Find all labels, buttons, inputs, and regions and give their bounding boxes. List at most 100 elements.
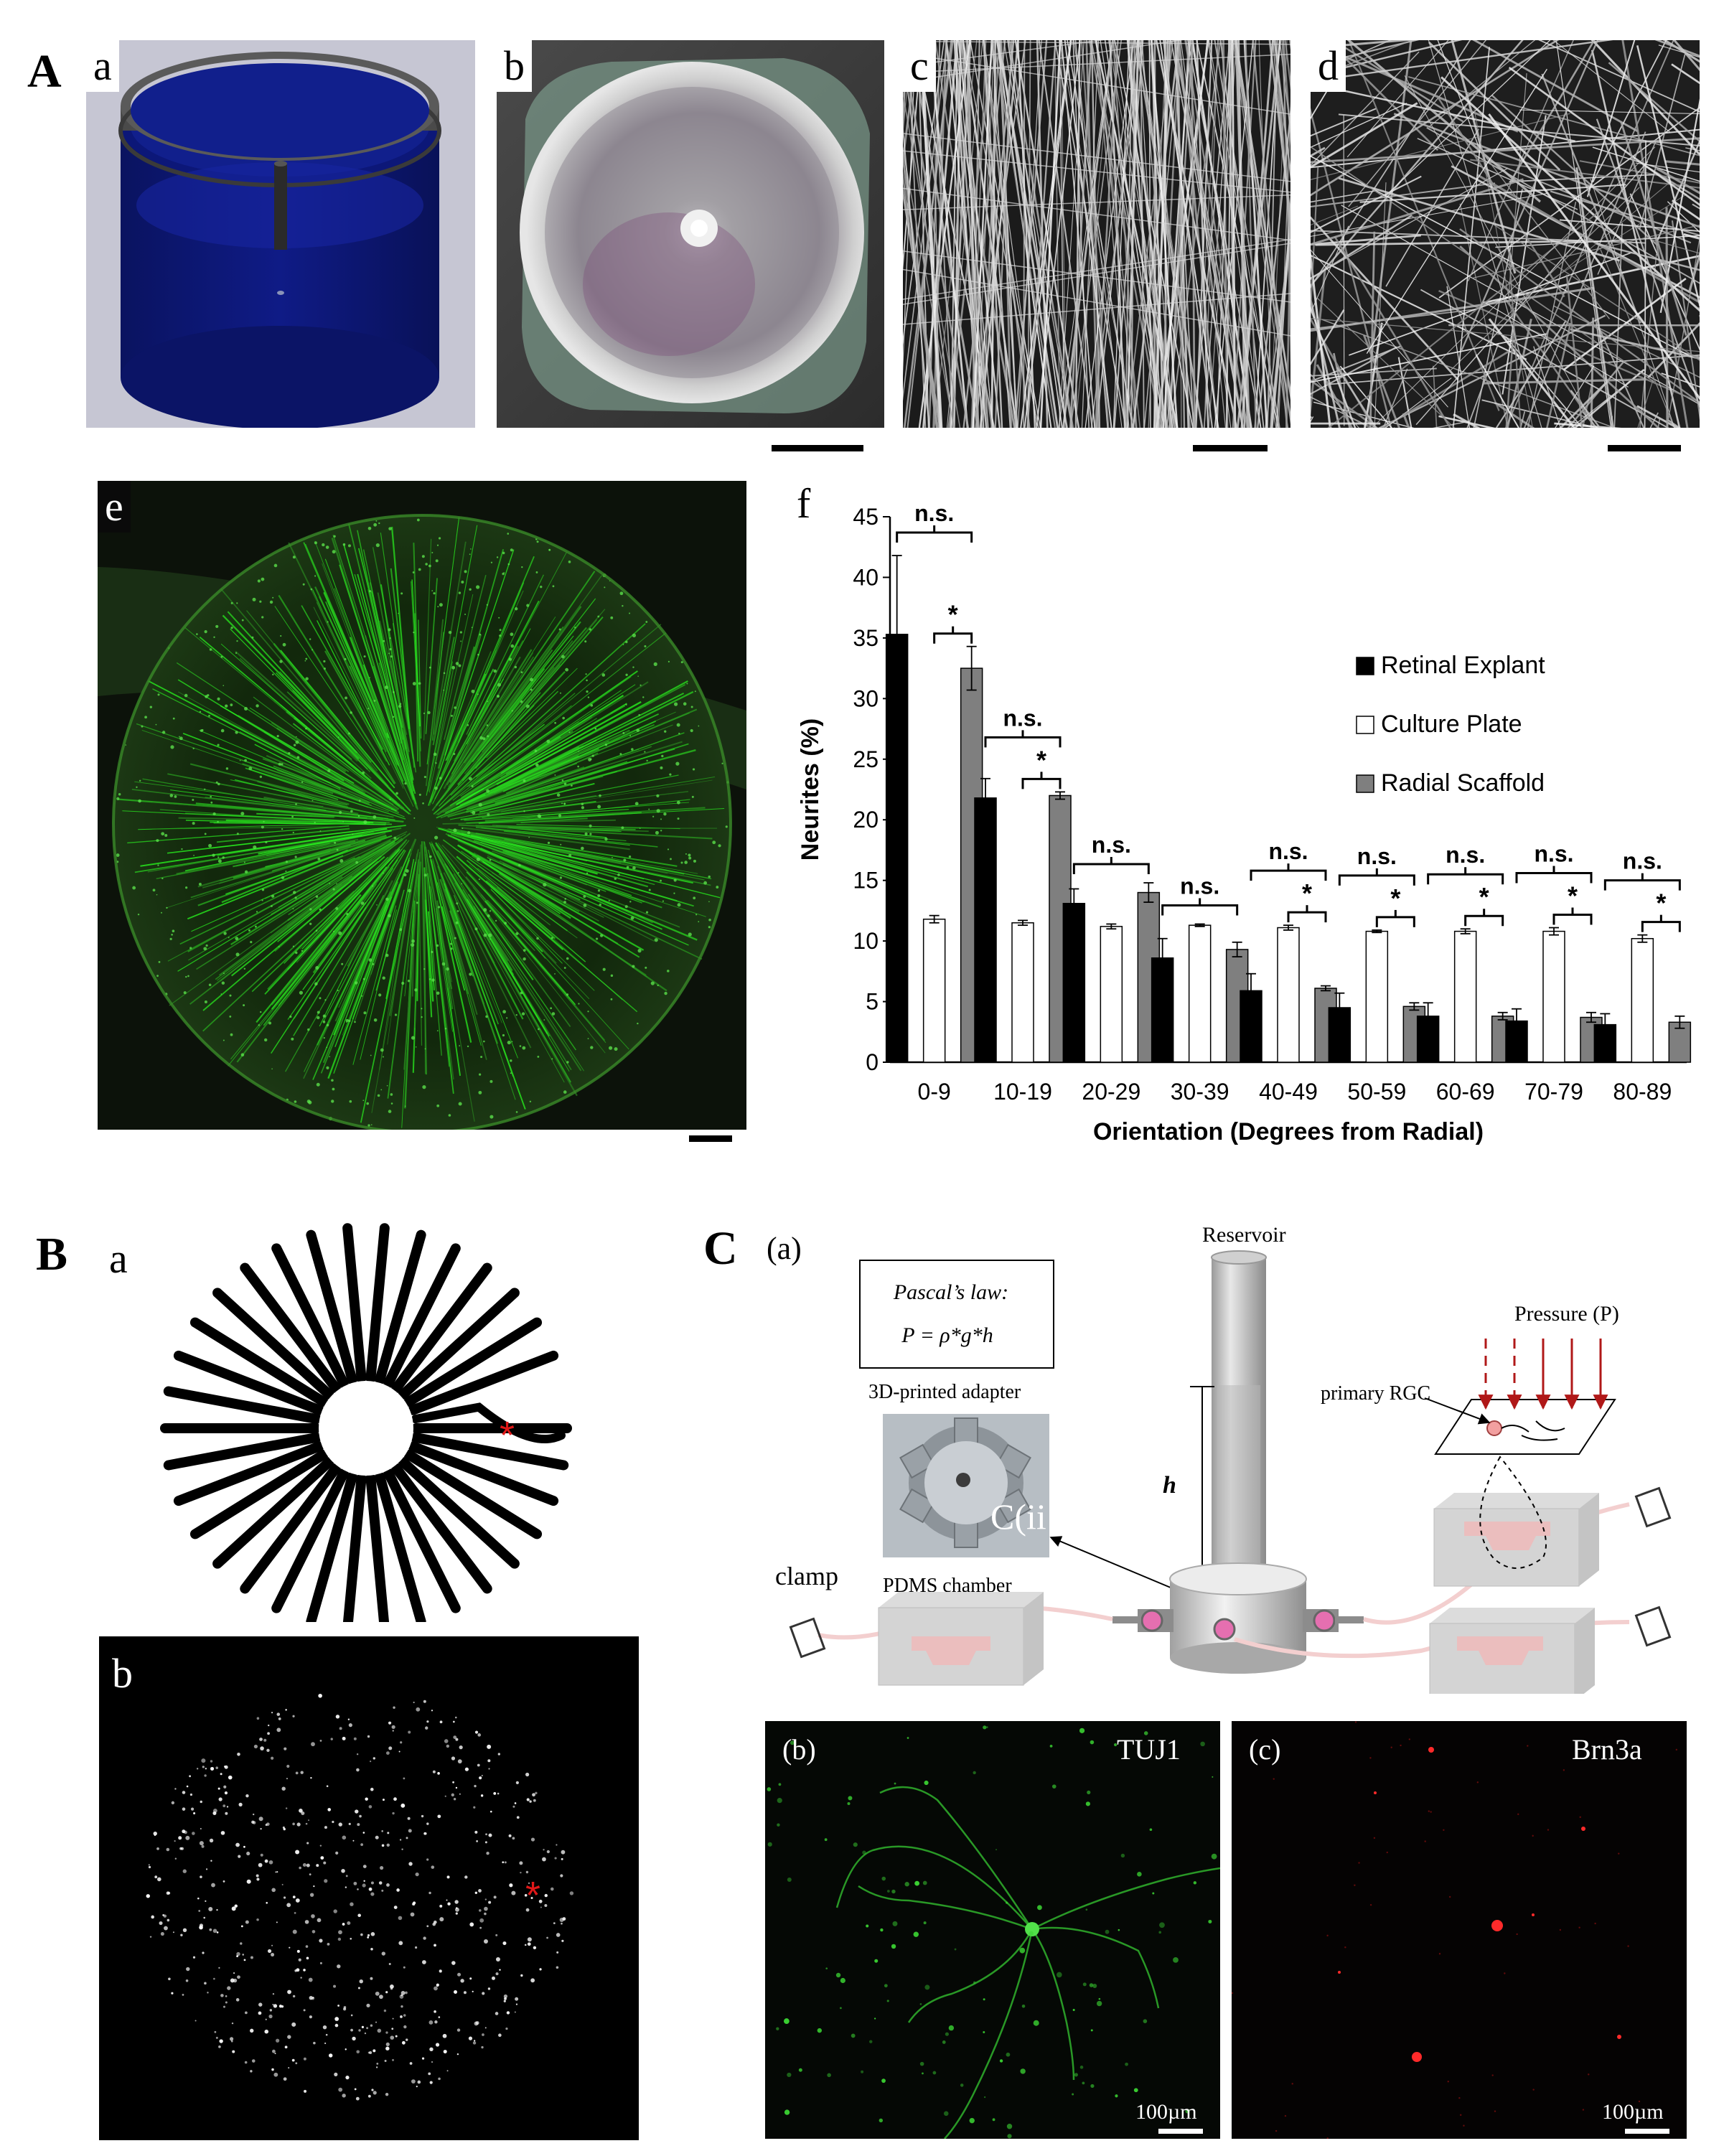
rgc-distribution-image [146,1693,574,2101]
explant-fluorescence-image [98,481,746,1130]
ns-bracket [896,531,973,543]
ns-bracket [984,736,1062,748]
legend-label: Radial Scaffold [1381,769,1545,797]
significance-star: * [1036,745,1046,774]
clamp-label: clamp [775,1562,838,1590]
significance-star: * [1568,881,1578,911]
bar-retinal-explant [974,797,997,1063]
ns-bracket [1515,872,1593,884]
sublabel-e: e [98,481,131,533]
sublabel-b-b: b [112,1650,133,1697]
adapter-label: 3D-printed adapter [868,1381,1021,1403]
y-tick-label: 40 [853,564,879,590]
star-bracket [1375,916,1415,927]
y-axis-label: Neurites (%) [797,718,824,861]
bar-culture-plate [1365,930,1389,1063]
tuj1-scale-label: 100µm [1135,2100,1197,2124]
pascal-law-box [859,1260,1054,1369]
ns-bracket [1161,904,1239,916]
ns-bracket [1338,874,1415,886]
mold-render-panel: a [86,40,475,428]
star-bracket [1464,914,1504,927]
tuj1-fluorescence-image [767,1725,1220,2139]
y-tick-label: 35 [853,625,879,651]
y-tick-label: 10 [853,928,879,954]
y-tick-label: 0 [866,1049,879,1075]
rgc-distribution-panel: b * [99,1636,639,2140]
ns-label: n.s. [914,500,954,526]
bar-culture-plate [1542,930,1565,1063]
radial-scaffold-schematic: * [160,1223,572,1622]
ns-bracket [1427,873,1504,885]
x-tick-label: 10-19 [993,1079,1052,1105]
x-tick-label: 70-79 [1524,1079,1583,1105]
height-label: h [1163,1472,1176,1499]
sublabel-f: f [790,478,818,530]
x-tick-label: 0-9 [918,1079,951,1105]
y-tick-label: 45 [853,504,879,530]
star-bracket [1287,911,1327,923]
pdms-chamber-right-bottom [1429,1608,1595,1694]
spoke-defect-asterisk: * [500,1414,515,1457]
pressure-label: Pressure (P) [1514,1302,1619,1326]
significance-star: * [948,600,958,629]
x-tick-label: 20-29 [1082,1079,1140,1105]
random-fibers-sem-panel: d [1311,40,1700,428]
sublabel-c-c: (c) [1249,1733,1281,1766]
star-bracket [933,632,973,644]
reservoir-label: Reservoir [1202,1223,1286,1247]
y-tick-label: 20 [853,807,879,833]
bar-culture-plate [1188,924,1212,1063]
significance-star: * [1479,882,1489,911]
aligned-fibers-sem-panel: c [903,40,1290,428]
bar-culture-plate [1631,937,1654,1063]
x-tick-label: 40-49 [1259,1079,1318,1105]
zoom-cone [1479,1456,1547,1569]
brn3a-fluorescence-panel: (c) Brn3a 100µm [1232,1721,1687,2139]
y-tick-label: 30 [853,685,879,711]
star-bracket [1552,914,1593,925]
ns-bracket [1603,879,1681,891]
sublabel-c-a: (a) [767,1231,802,1266]
panel-letter-a: A [27,45,62,98]
significance-star: * [1390,884,1400,913]
brn3a-scale-bar [1625,2129,1669,2134]
ns-label: n.s. [1623,848,1662,874]
adapter-pointer-arrow [1049,1536,1185,1594]
scale-bar-b [772,445,863,451]
panel-letter-b: B [36,1228,68,1280]
adapter-overlay-text: C(ii [990,1496,1046,1537]
star-bracket [1641,921,1681,932]
tuj1-label: TUJ1 [1117,1733,1181,1766]
pressure-arrows [1478,1339,1608,1410]
pdms-chamber-left [878,1592,1044,1686]
ns-label: n.s. [1357,843,1397,869]
scale-bar-c [1193,445,1268,451]
y-tick-label: 5 [866,989,879,1015]
legend-swatch [1356,716,1374,734]
star-bracket [1021,777,1062,789]
x-tick-label: 50-59 [1347,1079,1406,1105]
sublabel-c-b: (b) [782,1733,816,1766]
legend-swatch [1356,657,1374,675]
brn3a-fluorescence-image [1232,1721,1678,2139]
sublabel-b: b [497,40,532,92]
rgc-cell-sketch [1486,1420,1565,1441]
bar-retinal-explant [1062,903,1086,1063]
tuj1-scale-bar [1158,2129,1203,2134]
bar-culture-plate [1011,922,1034,1063]
ns-label: n.s. [1446,842,1485,868]
bar-culture-plate [922,918,946,1063]
tuj1-fluorescence-panel: (b) TUJ1 100µm [765,1721,1220,2139]
clamp-icons [789,1486,1672,1659]
legend-swatch [1356,774,1374,793]
pressure-system-diagram: Pascal’s law: P = ρ*g*h 3D-printed adapt… [775,1223,1672,1694]
x-axis-label: Orientation (Degrees from Radial) [1093,1118,1484,1145]
hub-ports [1112,1609,1364,1641]
y-tick-label: 25 [853,746,879,772]
pascal-law-title: Pascal’s law: [893,1280,1008,1304]
brn3a-label: Brn3a [1572,1733,1642,1766]
primary-rgc-label: primary RGC [1321,1382,1430,1405]
bar-retinal-explant [1328,1007,1351,1063]
